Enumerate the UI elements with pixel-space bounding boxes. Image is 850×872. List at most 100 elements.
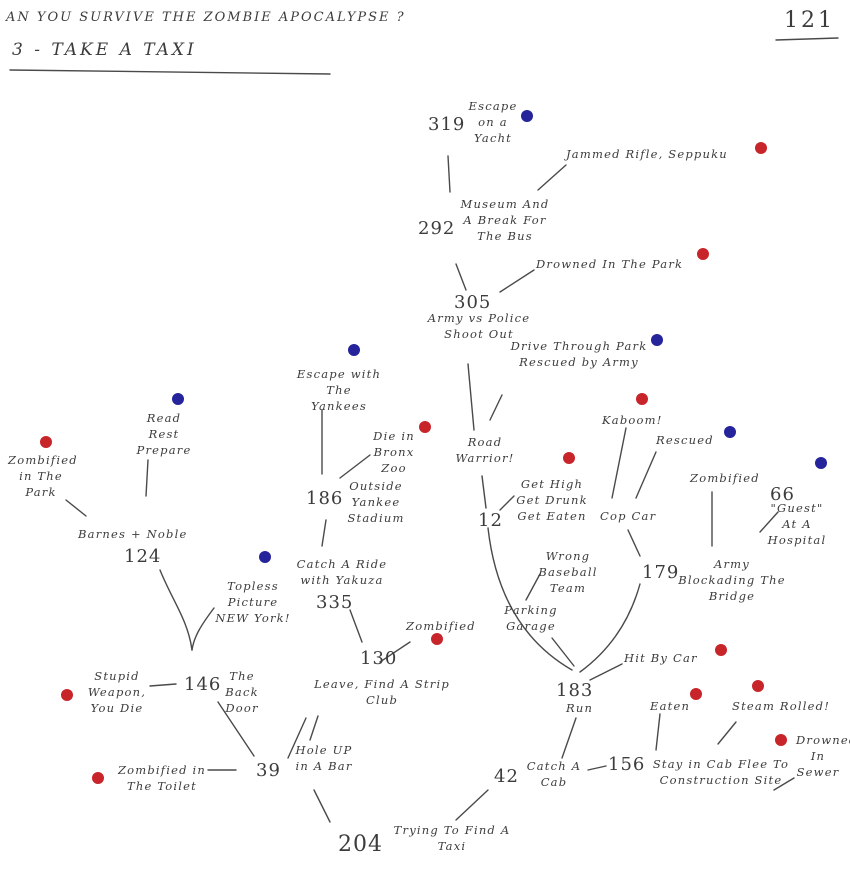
node-42-number: 42 <box>494 766 519 787</box>
edge-parking-team <box>525 573 541 601</box>
edge-204-42 <box>455 789 489 821</box>
edge-ride-130 <box>349 609 363 643</box>
drowned-sewer-label: Drowned In Sewer <box>796 733 850 779</box>
steamrolled-label: Steam Rolled! <box>732 699 831 713</box>
page-subtitle: 3 - TAKE A TAXI <box>12 40 197 60</box>
survival-dot <box>172 393 184 405</box>
node-186-number: 186 <box>306 488 344 509</box>
death-dot <box>40 436 52 448</box>
death-dot <box>419 421 431 433</box>
edge-12-gethigh <box>499 495 515 511</box>
zombified-toilet-label: Zombified in The Toilet <box>117 763 207 793</box>
rescued-label: Rescued <box>656 433 714 447</box>
topless-label: Topless Picture NEW York! <box>215 579 291 625</box>
cop-car-label: Cop Car <box>600 509 657 523</box>
edge-305-drowned <box>499 269 535 293</box>
survival-dot <box>259 551 271 563</box>
death-dot <box>61 689 73 701</box>
stupid-weapon-label: Stupid Weapon, You Die <box>87 669 147 715</box>
node-42-label: Catch A Cab <box>526 759 582 789</box>
edge-130-zombified <box>379 641 411 663</box>
edge-12-road <box>481 475 487 509</box>
edge-292-jammed <box>537 164 567 191</box>
edge-292-319 <box>447 155 451 193</box>
edge-146-124 <box>159 569 193 651</box>
edge-42-156 <box>587 765 607 771</box>
edge-42-183 <box>561 717 577 759</box>
edge-hole-39 <box>287 717 307 759</box>
edge-barnes-zombified <box>65 499 87 517</box>
hole-up-label: Hole UP in A Bar <box>295 743 353 773</box>
death-dot <box>755 142 767 154</box>
edge-183-12 <box>487 527 573 671</box>
edge-39-146 <box>217 701 255 757</box>
edge-156-eaten <box>655 713 661 751</box>
survival-dot <box>815 457 827 469</box>
parking-garage-label: Parking Garage <box>504 603 558 633</box>
node-146-label: The Back Door <box>225 669 259 715</box>
node-292-number: 292 <box>418 218 456 239</box>
node-305-label: Army vs Police Shoot Out <box>427 311 531 341</box>
edge-road-drive <box>489 394 503 421</box>
barnes-noble-label: Barnes + Noble <box>78 527 188 541</box>
node-183-number: 183 <box>556 680 594 701</box>
leave-strip-club-label: Leave, Find A Strip Club <box>314 677 450 707</box>
node-292-label: Museum And A Break For The Bus <box>460 197 550 243</box>
death-dot <box>690 688 702 700</box>
node-124-number: 124 <box>124 546 162 567</box>
edge-cop-kaboom <box>611 427 627 499</box>
edge-146-stupid <box>149 683 177 687</box>
node-12-number: 12 <box>478 510 503 531</box>
death-dot <box>715 644 727 656</box>
node-179-label: Army Blockading The Bridge <box>678 557 786 603</box>
edge-179-guest <box>759 511 779 533</box>
death-dot <box>92 772 104 784</box>
death-dot <box>563 452 575 464</box>
escape-yankees-label: Escape with The Yankees <box>296 367 382 413</box>
edge-186-bronx <box>339 454 371 479</box>
node-39-number: 39 <box>256 760 281 781</box>
node-319-number: 319 <box>428 114 466 135</box>
page-number: 121 <box>784 8 835 33</box>
node-130-number: 130 <box>360 648 398 669</box>
node-204-number: 204 <box>338 832 383 857</box>
drive-through-label: Drive Through Park Rescued by Army <box>510 339 648 369</box>
edge-204-hole <box>313 789 331 823</box>
get-high-label: Get High Get Drunk Get Eaten <box>516 477 588 523</box>
read-rest-label: Read Rest Prepare <box>136 411 192 457</box>
die-bronx-label: Die in Bronx Zoo <box>373 429 415 475</box>
node-335-number: 335 <box>316 592 354 613</box>
edge-156-steam <box>717 721 737 745</box>
edge-cop-rescued <box>635 451 657 499</box>
death-dot <box>752 680 764 692</box>
edge-road-305 <box>467 363 475 431</box>
edge-barnes-read <box>145 459 149 497</box>
node-319-label: Escape on a Yacht <box>468 99 518 145</box>
edge-ride-186 <box>321 519 327 547</box>
road-warrior-label: Road Warrior! <box>455 435 515 465</box>
edge-156-sewer <box>773 777 795 791</box>
edge-hole-leave <box>309 715 319 741</box>
death-dot <box>636 393 648 405</box>
drowned-park-label: Drowned In The Park <box>536 257 684 271</box>
node-66-number: 66 <box>770 484 795 505</box>
edge-183-parking <box>551 637 575 667</box>
zombified-130-label: Zombified <box>406 619 476 633</box>
edge-183-hitcar <box>589 663 623 681</box>
jammed-rifle-label: Jammed Rifle, Seppuku <box>566 147 728 161</box>
title-underline <box>9 69 331 75</box>
page-number-underline <box>775 37 839 41</box>
node-179-number: 179 <box>642 562 680 583</box>
death-dot <box>431 633 443 645</box>
survival-dot <box>348 344 360 356</box>
node-305-number: 305 <box>454 292 492 313</box>
node-146-number: 146 <box>184 674 222 695</box>
death-dot <box>697 248 709 260</box>
node-156-label: Stay in Cab Flee To Construction Site <box>652 757 790 787</box>
zombified-park-label: Zombified in The Park <box>8 453 78 499</box>
node-156-number: 156 <box>608 754 646 775</box>
survival-dot <box>651 334 663 346</box>
node-204-label: Trying To Find A Taxi <box>393 823 511 853</box>
survival-dot <box>724 426 736 438</box>
